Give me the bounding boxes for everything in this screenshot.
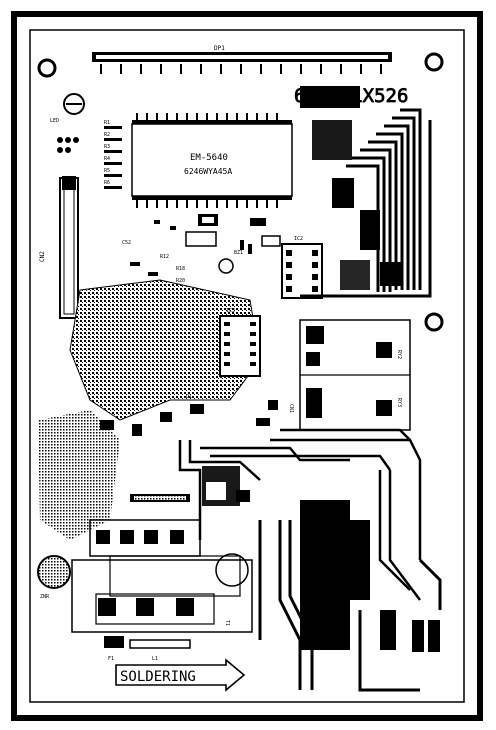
misc-marks bbox=[100, 220, 278, 436]
label-c52: C52 bbox=[122, 240, 131, 246]
ic-code-label: 6246WYA45A bbox=[184, 167, 232, 176]
label-ic3: IC3 bbox=[226, 308, 235, 314]
varistor-component bbox=[37, 555, 71, 589]
label-ry2: RY2 bbox=[396, 350, 402, 359]
label-ry3: RY3 bbox=[396, 398, 402, 407]
display-connector bbox=[92, 52, 392, 74]
ic-model-label: EM-5640 bbox=[190, 153, 228, 163]
mounting-hole-icon bbox=[37, 58, 57, 78]
board-outline bbox=[29, 29, 465, 703]
mid-lower-components bbox=[89, 494, 201, 557]
solder-arrow-icon bbox=[115, 658, 246, 692]
label-r6: R6 bbox=[104, 180, 110, 186]
label-r4: R4 bbox=[104, 156, 110, 162]
mounting-hole-icon bbox=[424, 52, 444, 72]
lower-right-traces bbox=[258, 520, 442, 692]
main-ic bbox=[131, 113, 293, 208]
label-r1: R1 bbox=[104, 120, 110, 126]
label-r3: R3 bbox=[104, 144, 110, 150]
ic-driver bbox=[219, 315, 261, 377]
transformer-block bbox=[71, 553, 253, 633]
led-component bbox=[57, 93, 85, 153]
left-connector bbox=[59, 176, 79, 319]
label-r12: R12 bbox=[160, 254, 169, 260]
relay-region bbox=[299, 319, 411, 431]
label-r2: R2 bbox=[104, 132, 110, 138]
label-ic2: IC2 bbox=[294, 236, 303, 242]
mounting-hole-icon bbox=[424, 312, 444, 332]
ic-regulator bbox=[281, 243, 323, 299]
label-znr: ZNR bbox=[40, 594, 50, 600]
label-l1: L1 bbox=[152, 656, 158, 662]
label-bz1: BZ1 bbox=[234, 250, 243, 256]
outer-frame bbox=[11, 11, 483, 721]
label-d1: D1 bbox=[186, 394, 192, 400]
label-r18: R18 bbox=[176, 266, 185, 272]
solder-direction-label: SOLDERING bbox=[120, 669, 196, 685]
lower-copper bbox=[202, 466, 440, 652]
fuse-choke bbox=[104, 636, 191, 649]
right-upper-copper bbox=[300, 86, 402, 290]
dense-region-lower-left bbox=[38, 410, 120, 540]
resistor-column bbox=[104, 126, 122, 189]
label-r5: R5 bbox=[104, 168, 110, 174]
label-cn1: CN1 bbox=[288, 404, 294, 413]
label-t1: T1 bbox=[224, 620, 230, 626]
label-f1: F1 bbox=[108, 656, 114, 662]
dense-region-left bbox=[69, 279, 261, 421]
mid-bus-traces bbox=[178, 428, 422, 601]
label-cn2: CN2 bbox=[39, 251, 46, 262]
label-dp1: DP1 bbox=[214, 45, 225, 52]
label-r20: R20 bbox=[176, 278, 185, 284]
mid-components bbox=[185, 214, 281, 274]
label-led: LED bbox=[50, 118, 59, 124]
